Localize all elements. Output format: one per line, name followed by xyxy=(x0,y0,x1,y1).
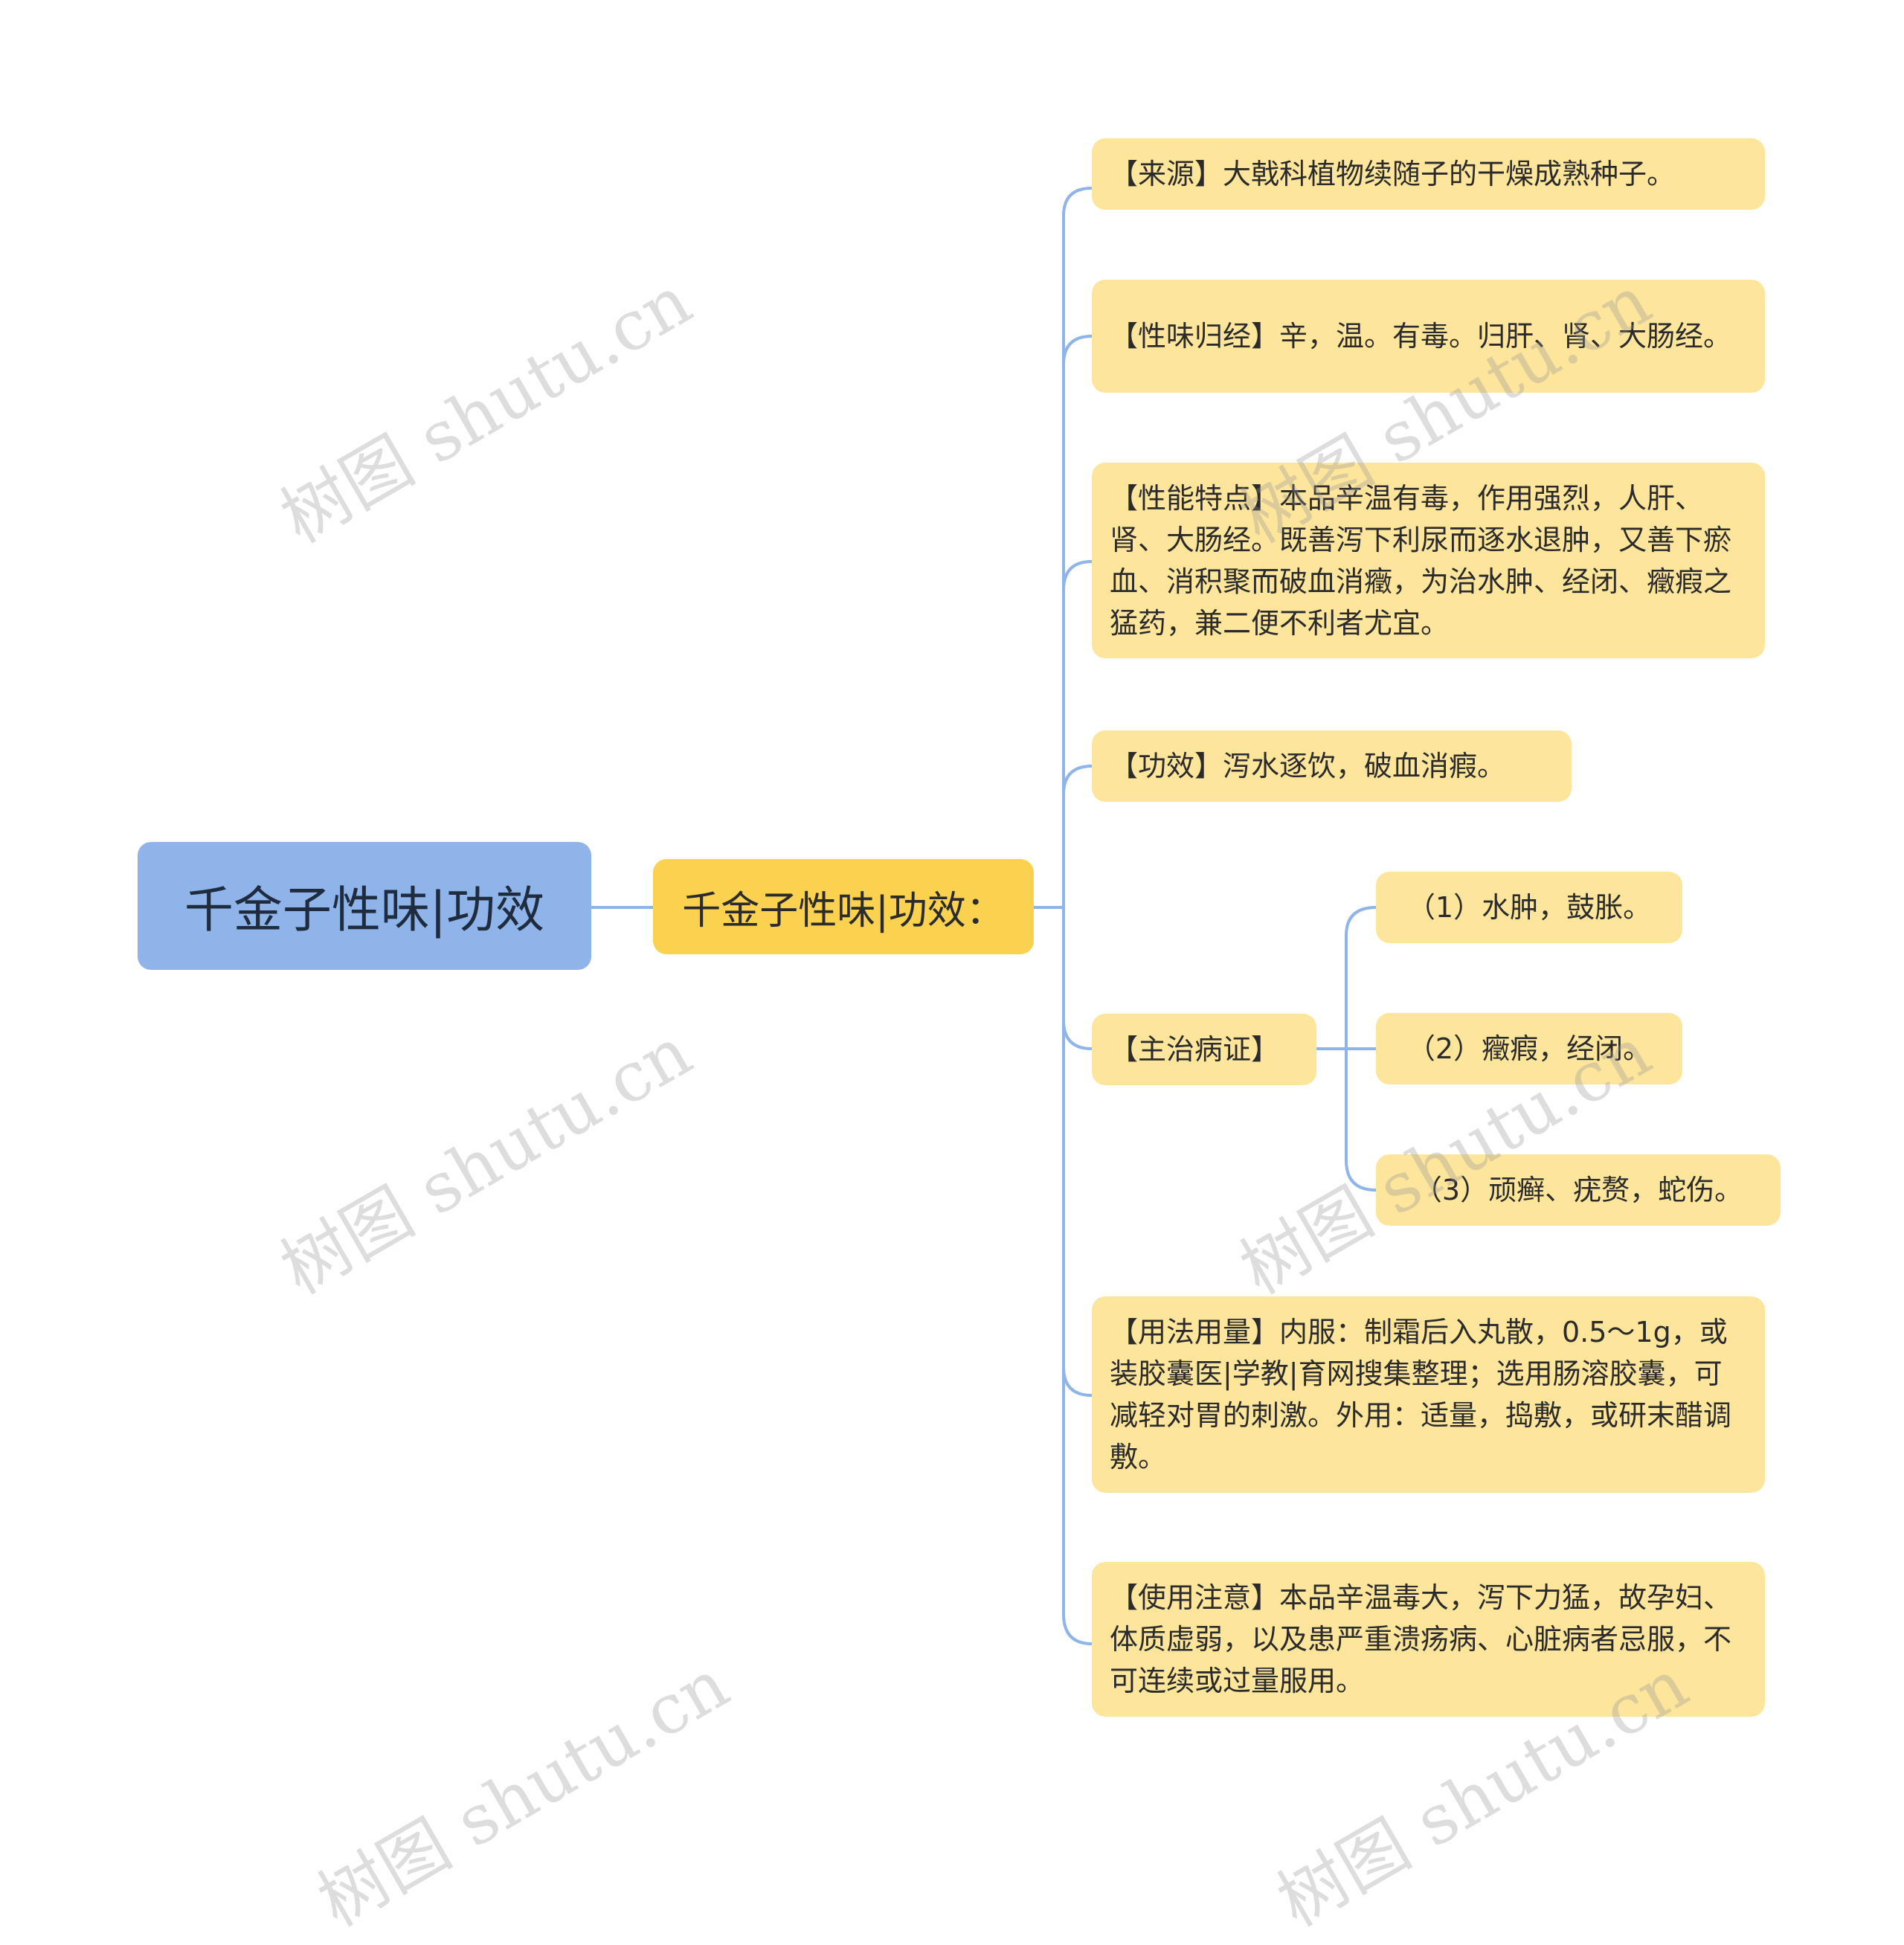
branch-connector-usage xyxy=(1062,1366,1093,1397)
branch-connector-nature xyxy=(1062,335,1093,366)
main-topic-label: 千金子性味|功效： xyxy=(682,888,1005,933)
topic-nature-text: 【性味归经】辛，温。有毒。归肝、肾、大肠经。 xyxy=(1110,320,1732,353)
indication-item-2-text: （2）癥瘕，经闭。 xyxy=(1406,1032,1652,1065)
branch-connector-efficacy xyxy=(1062,765,1093,796)
root-label: 千金子性味|功效 xyxy=(184,881,545,939)
topic-indications[interactable]: 【主治病证】 xyxy=(1092,1014,1316,1085)
topic-cautions-text: 【使用注意】本品辛温毒大，泻下力猛，故孕妇、体质虚弱，以及患严重溃疡病、心脏病者… xyxy=(1110,1581,1732,1697)
topic-indications-text: 【主治病证】 xyxy=(1110,1033,1280,1066)
branch-connector-indications xyxy=(1062,1019,1093,1050)
connector-lines xyxy=(590,187,1377,1645)
root-node[interactable]: 千金子性味|功效 xyxy=(138,842,591,970)
topic-efficacy[interactable]: 【功效】泻水逐饮，破血消瘕。 xyxy=(1092,730,1572,802)
trunk-connector xyxy=(1062,187,1093,1645)
indication-item-1[interactable]: （1）水肿，鼓胀。 xyxy=(1376,872,1682,943)
topic-source-text: 【来源】大戟科植物续随子的干燥成熟种子。 xyxy=(1110,158,1676,190)
topic-source[interactable]: 【来源】大戟科植物续随子的干燥成熟种子。 xyxy=(1092,138,1765,210)
main-topic-node[interactable]: 千金子性味|功效： xyxy=(653,859,1034,954)
topic-efficacy-text: 【功效】泻水逐饮，破血消瘕。 xyxy=(1110,750,1506,782)
topic-cautions[interactable]: 【使用注意】本品辛温毒大，泻下力猛，故孕妇、体质虚弱，以及患严重溃疡病、心脏病者… xyxy=(1092,1562,1765,1717)
branch-connector-traits xyxy=(1062,560,1093,591)
indication-item-2[interactable]: （2）癥瘕，经闭。 xyxy=(1376,1013,1682,1084)
indication-item-3-text: （3）顽癣、疣赘，蛇伤。 xyxy=(1413,1174,1743,1206)
topic-traits[interactable]: 【性能特点】本品辛温有毒，作用强烈，人肝、肾、大肠经。既善泻下利尿而逐水退肿，又… xyxy=(1092,463,1765,658)
topic-traits-text: 【性能特点】本品辛温有毒，作用强烈，人肝、肾、大肠经。既善泻下利尿而逐水退肿，又… xyxy=(1110,481,1732,640)
topic-usage-text: 【用法用量】内服：制霜后入丸散，0.5～1g，或装胶囊医|学教|育网搜集整理；选… xyxy=(1110,1316,1732,1473)
mind-map-canvas: 千金子性味|功效 千金子性味|功效： 【来源】大戟科植物续随子的干燥成熟种子。 … xyxy=(138,138,1781,1942)
indication-item-1-text: （1）水肿，鼓胀。 xyxy=(1406,891,1652,924)
topic-nature[interactable]: 【性味归经】辛，温。有毒。归肝、肾、大肠经。 xyxy=(1092,280,1765,393)
topic-usage[interactable]: 【用法用量】内服：制霜后入丸散，0.5～1g，或装胶囊医|学教|育网搜集整理；选… xyxy=(1092,1296,1765,1493)
indication-item-3[interactable]: （3）顽癣、疣赘，蛇伤。 xyxy=(1376,1154,1781,1226)
